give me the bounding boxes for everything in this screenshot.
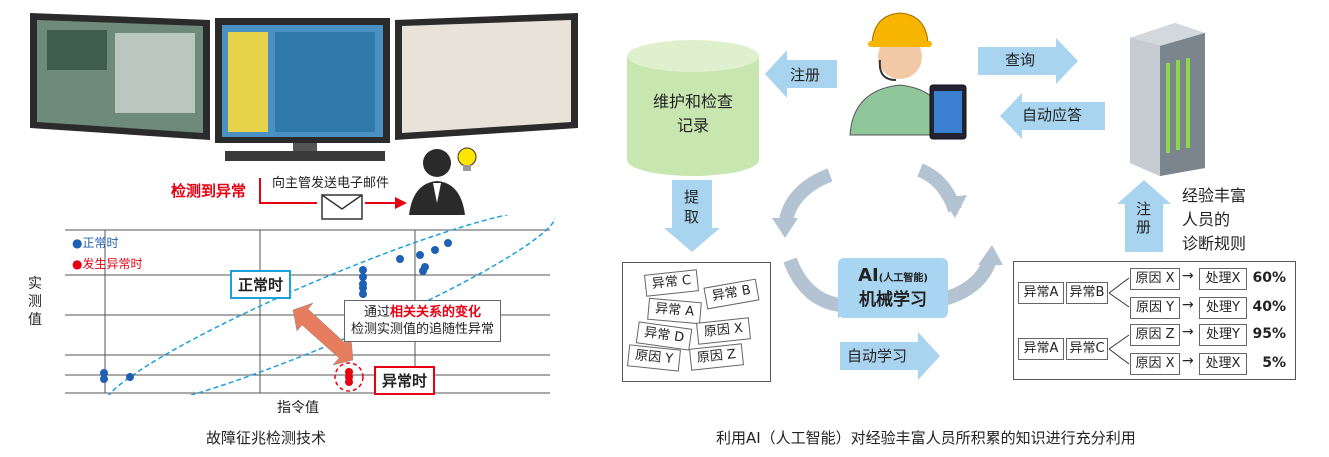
auto-reply-arrow [1000, 93, 1105, 139]
rule-2-action: 处理Y [1199, 297, 1247, 319]
auto-learn-label: 自动学习 [847, 347, 908, 365]
query-label: 查询 [1005, 51, 1036, 69]
note-highlight: 相关关系的变化 [390, 305, 482, 320]
monitor-illustration [25, 8, 585, 168]
rule-2-cause: 原因 Y [1130, 297, 1180, 319]
maintenance-db [626, 38, 760, 178]
note-prefix: 通过 [363, 305, 390, 320]
rule-1-arrow: → [1182, 268, 1194, 284]
right-caption: 利用AI（人工智能）对经验丰富人员所积累的知识进行充分利用 [716, 429, 1136, 447]
rule-1-abnormal-b: 异常B [1066, 282, 1108, 304]
rules-branches [1105, 262, 1135, 378]
db-label: 维护和检查 记录 [652, 92, 733, 135]
left-caption: 故障征兆检测技术 [206, 429, 327, 447]
email-icon [321, 194, 363, 220]
register-side-label: 注 册 [1136, 200, 1152, 236]
rule-4-action: 处理X [1199, 353, 1247, 375]
y-axis-label: 实 测 值 [28, 276, 42, 328]
correlation-chart [55, 209, 557, 411]
operator-icon [838, 5, 978, 145]
auto-learn-arrow [840, 332, 940, 380]
auto-reply-label: 自动应答 [1022, 106, 1083, 124]
ai-subtitle: (人工智能) [878, 273, 928, 284]
register-top-label: 注册 [790, 66, 821, 84]
rule-1-cause: 原因 X [1130, 268, 1180, 290]
correlation-note: 通过相关关系的变化 检测实测值的追随性异常 [344, 300, 502, 342]
rule-1-abnormal-a: 异常A [1018, 282, 1064, 304]
rule-4-cause: 原因 X [1130, 353, 1180, 375]
ai-title: AI [858, 265, 879, 286]
expert-rules-label: 经验丰富 人员的 诊断规则 [1182, 186, 1247, 253]
rule-4-arrow: → [1182, 353, 1194, 369]
rule-1-action: 处理X [1199, 268, 1247, 290]
rule-2-pct: 40% [1252, 299, 1286, 315]
ai-title2: 机械学习 [859, 290, 927, 310]
rule-3-cause: 原因 Z [1130, 324, 1180, 346]
extract-label: 提 取 [684, 188, 700, 226]
tag-abnormal-a: 异常 A [647, 297, 702, 325]
note-line2: 检测实测值的追随性异常 [351, 322, 495, 337]
rule-2-arrow: → [1182, 297, 1194, 313]
register-arrow [765, 50, 837, 98]
rule-1-pct: 60% [1252, 270, 1286, 286]
detect-label: 检测到异常 [171, 182, 247, 200]
manager-icon [405, 143, 485, 218]
legend-normal: ●正常时 [72, 236, 119, 250]
email-label: 向主管发送电子邮件 [272, 176, 390, 191]
rule-3-action: 处理Y [1199, 324, 1247, 346]
rule-3-abnormal-c: 异常C [1066, 338, 1108, 360]
x-axis-label: 指令值 [277, 400, 319, 416]
rule-3-abnormal-a: 异常A [1018, 338, 1064, 360]
legend-abnormal: ●发生异常时 [72, 257, 143, 271]
normal-box: 正常时 [230, 270, 292, 299]
server-icon [1120, 18, 1210, 178]
ai-box: AI(人工智能) 机械学习 [838, 258, 948, 318]
rule-4-pct: 5% [1262, 355, 1286, 371]
abnormal-box: 异常时 [374, 366, 436, 395]
rule-3-pct: 95% [1252, 326, 1286, 342]
detection-arrow [255, 176, 415, 216]
extract-arrow [664, 180, 720, 252]
query-arrow [978, 38, 1078, 84]
rule-3-arrow: → [1182, 324, 1194, 340]
register-side-arrow [1117, 180, 1171, 252]
